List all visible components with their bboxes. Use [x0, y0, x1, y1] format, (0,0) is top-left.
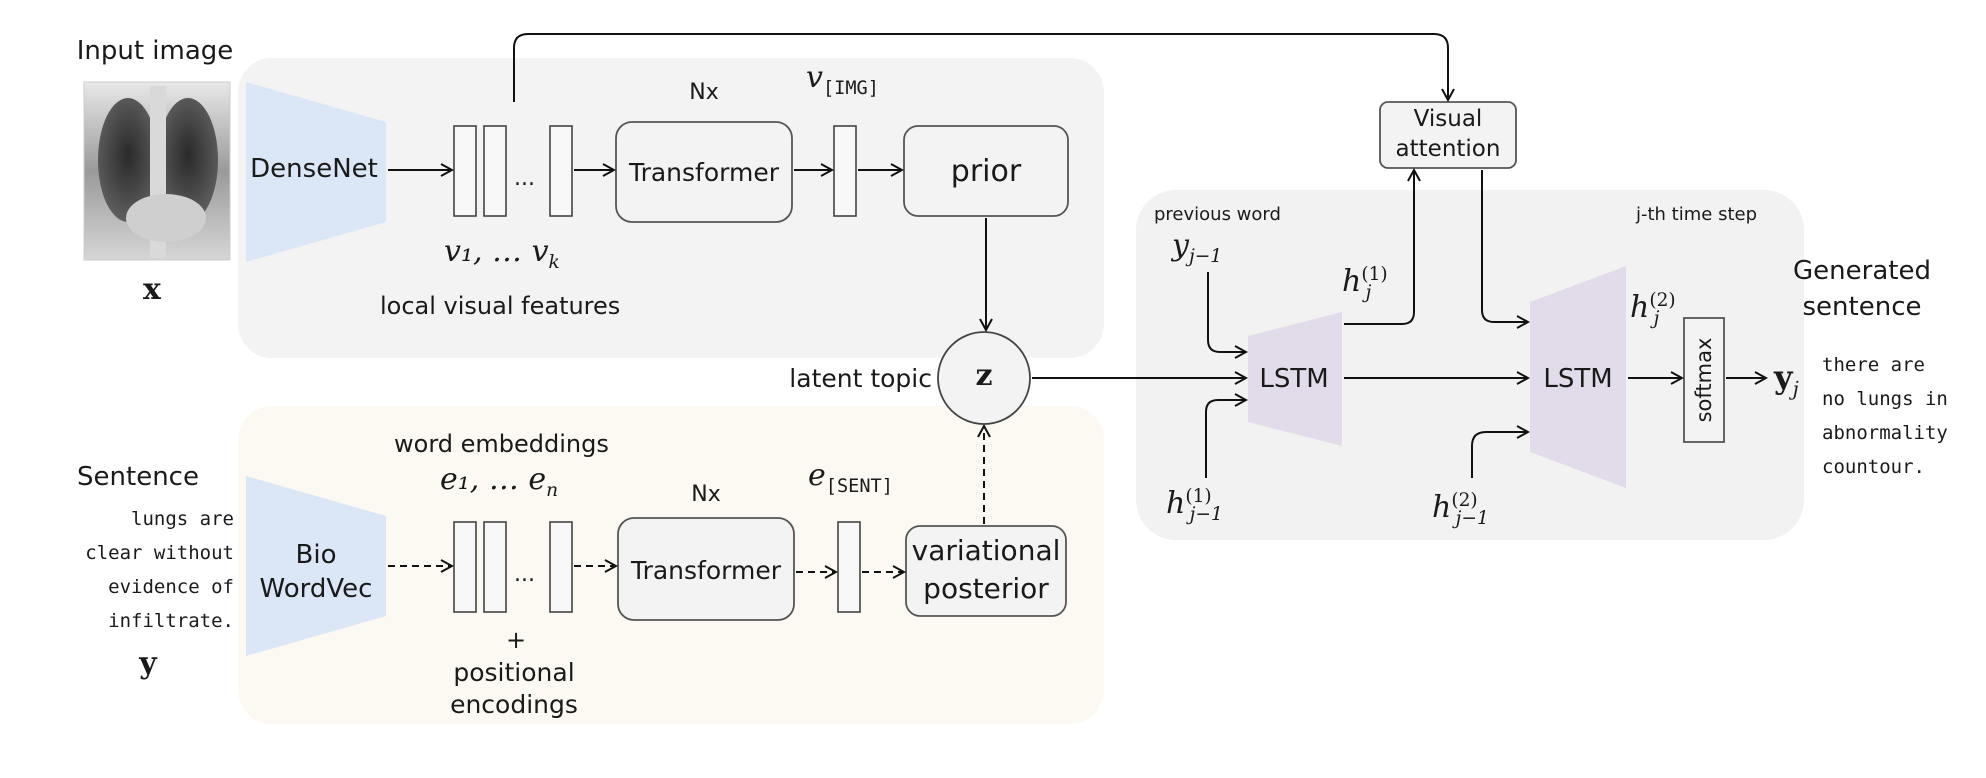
posterior-box [905, 525, 1067, 617]
generated-caption-2: sentence [1802, 292, 1922, 322]
h1-label: h(1)j [1342, 264, 1388, 303]
image-ellipsis: ... [514, 166, 535, 191]
sent-token-label: e[SENT] [808, 458, 893, 497]
image-transformer-label: Transformer [628, 158, 780, 187]
sentence-line-3: evidence of [108, 576, 234, 598]
densenet-label: DenseNet [250, 154, 378, 184]
lstm-1 [1248, 312, 1342, 446]
lstm-2-label: LSTM [1543, 364, 1613, 394]
text-feature-bars [453, 521, 861, 613]
generated-line-3: abnormality [1822, 422, 1948, 444]
sentence-line-2: clear without [85, 542, 234, 564]
sentence-line-1: lungs are [131, 508, 234, 530]
xray-image [83, 81, 231, 261]
latent-z-symbol: z [975, 358, 993, 393]
h2-prev-label: h(2)j−1 [1432, 490, 1489, 529]
text-nx-label: Nx [691, 482, 721, 507]
h2-label: h(2)j [1630, 290, 1676, 329]
softmax-label: softmax [1692, 337, 1716, 423]
sentence-caption: Sentence [77, 462, 199, 492]
plus-sign: + [505, 626, 527, 654]
sentence-line-4: infiltrate. [108, 610, 234, 632]
input-x-symbol: x [143, 272, 161, 307]
softmax-box [1683, 317, 1725, 443]
previous-word-caption: previous word [1154, 204, 1281, 225]
text-transformer-box [617, 517, 795, 621]
local-visual-features-caption: local visual features [380, 292, 621, 320]
generated-line-2: no lungs in [1822, 388, 1948, 410]
visual-attention-label-2: attention [1395, 136, 1501, 162]
text-transformer-label: Transformer [630, 556, 782, 585]
positional-encodings-1: positional [453, 658, 575, 687]
y-prev-label: yj−1 [1172, 228, 1223, 267]
visual-attention-label-1: Visual [1413, 106, 1483, 132]
text-ellipsis: ... [514, 562, 535, 587]
img-token-label: v[IMG] [806, 60, 879, 99]
posterior-label-1: variational [911, 534, 1061, 567]
visual-attention-box [1379, 101, 1517, 169]
positional-encodings-2: encodings [450, 690, 578, 719]
lstm-1-label: LSTM [1259, 364, 1329, 394]
solid-arrows [388, 33, 1766, 478]
prior-box [903, 125, 1069, 217]
image-transformer-box [615, 121, 793, 223]
image-nx-label: Nx [689, 80, 719, 105]
posterior-label-2: posterior [923, 572, 1049, 605]
generated-line-4: countour. [1822, 456, 1925, 478]
prior-label: prior [950, 154, 1022, 189]
generated-line-1: there are [1822, 354, 1925, 376]
input-image-caption: Input image [76, 36, 234, 66]
text-features-label: e₁, … en [440, 462, 559, 501]
biowordvec-label-2: WordVec [259, 574, 373, 604]
dashed-arrows [388, 426, 984, 572]
time-step-caption: j-th time step [1636, 204, 1758, 225]
lstm-2 [1530, 266, 1626, 488]
image-features-label: v₁, … vk [444, 234, 560, 273]
h1-prev-label: h(1)j−1 [1166, 486, 1223, 525]
word-embeddings-caption: word embeddings [394, 430, 609, 458]
sentence-y-symbol: y [139, 646, 157, 681]
image-feature-bars [453, 125, 857, 217]
generated-caption-1: Generated [1793, 256, 1931, 286]
densenet-encoder [246, 82, 386, 262]
biowordvec-label-1: Bio [295, 540, 337, 570]
biowordvec-encoder [246, 476, 386, 656]
output-y-label: yj [1774, 358, 1799, 401]
latent-topic-caption: latent topic [789, 364, 932, 393]
decoder-panel [1136, 190, 1804, 540]
